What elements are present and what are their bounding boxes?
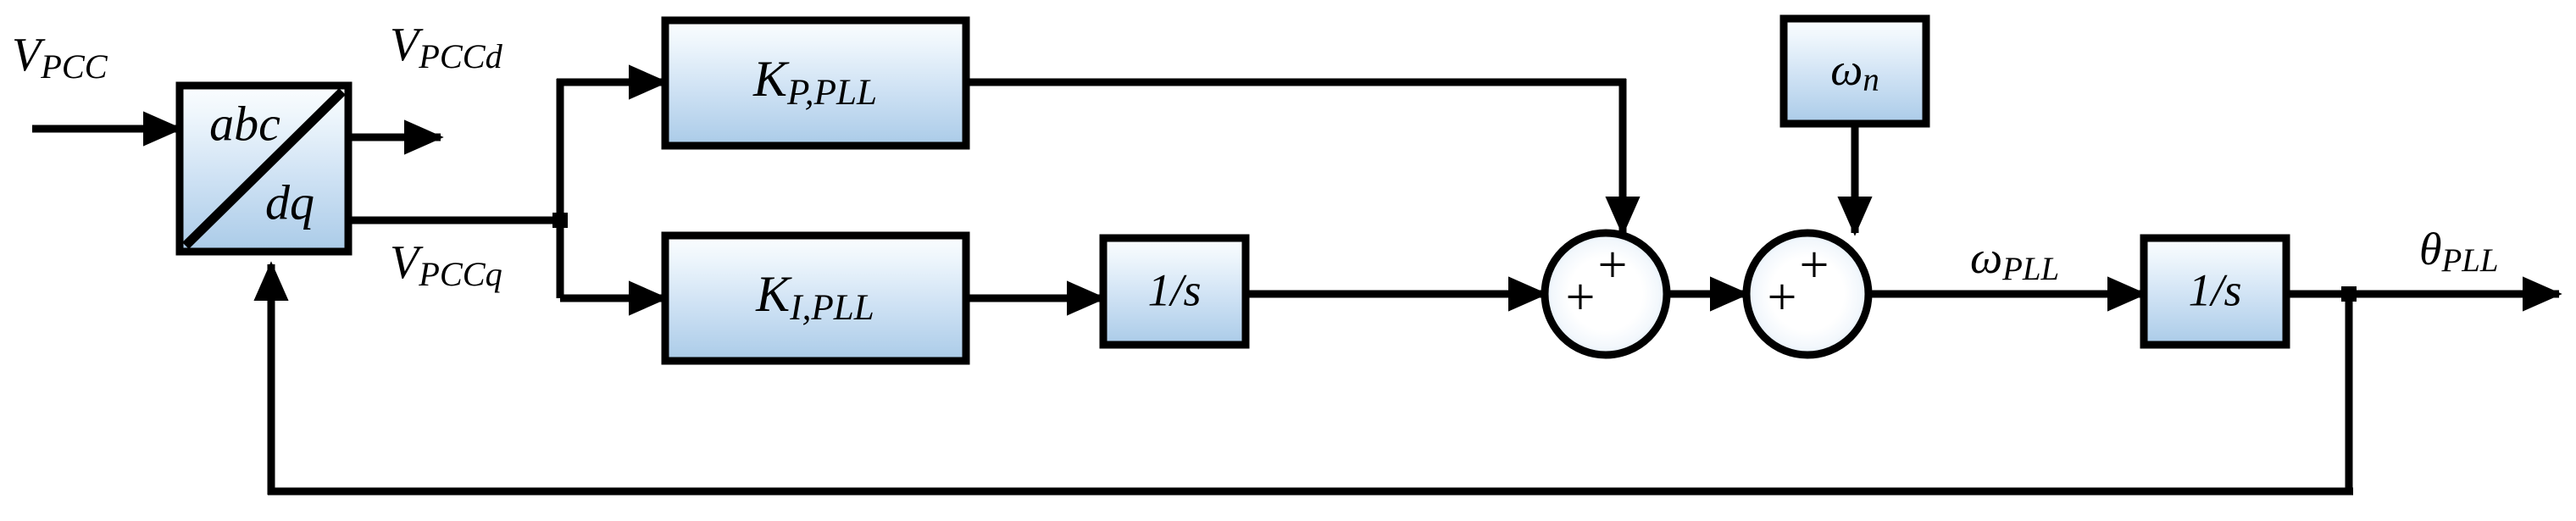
branch-node-theta	[2341, 286, 2357, 302]
block-ki-pll-body	[661, 231, 970, 365]
summing-junction-2-circle	[1742, 229, 1873, 359]
block-omega-n-label-sub: n	[1863, 62, 1879, 98]
summing-junction-2-sign-left: +	[1768, 269, 1797, 326]
block-integrator-2-label: 1/s	[2188, 264, 2241, 315]
block-kp-pll[interactable]: KP,PLL	[661, 16, 970, 150]
signal-v-pcc-d-main: V	[390, 19, 424, 71]
block-abc-dq-label-bottom: dq	[265, 175, 314, 230]
block-abc-dq-label-top: abc	[209, 96, 280, 151]
block-kp-pll-label-sub: P,PLL	[786, 73, 877, 113]
block-ki-pll[interactable]: KI,PLL	[661, 231, 970, 365]
signal-theta-pll-sub: PLL	[2441, 242, 2499, 279]
summing-junction-2-sign-top: +	[1800, 236, 1829, 294]
signal-label-v-pcc-q: VPCCq	[390, 236, 502, 293]
block-omega-n-label-main: ω	[1830, 44, 1863, 95]
signal-omega-pll-main: ω	[1970, 232, 2002, 283]
signal-label-omega-pll: ωPLL	[1970, 232, 2059, 287]
summing-junction-1-circle	[1541, 229, 1671, 359]
block-kp-pll-label: KP,PLL	[752, 51, 877, 113]
signal-v-pcc-q-main: V	[390, 236, 424, 289]
block-ki-pll-label-main: K	[755, 266, 792, 322]
block-ki-pll-label-sub: I,PLL	[789, 288, 874, 328]
signal-v-pcc-q-sub: PCCq	[418, 255, 502, 293]
block-omega-n-body	[1779, 14, 1930, 128]
signal-v-pcc-sub: PCC	[40, 47, 108, 86]
block-integrator-1-body	[1099, 234, 1250, 349]
block-integrator-1[interactable]: 1/s	[1099, 234, 1250, 349]
block-integrator-2-body	[2140, 234, 2290, 349]
block-kp-pll-label-main: K	[752, 51, 790, 107]
summing-junction-1-sign-top: +	[1598, 236, 1628, 294]
signal-label-v-pcc-d: VPCCd	[390, 19, 503, 75]
summing-junction-2[interactable]: + +	[1742, 229, 1873, 359]
summing-junction-1[interactable]: + +	[1541, 229, 1671, 359]
block-abc-dq-diagonal	[182, 88, 346, 249]
block-ki-pll-label: KI,PLL	[755, 266, 874, 328]
signal-omega-pll-sub: PLL	[2001, 251, 2059, 287]
signal-label-theta-pll: θPLL	[2419, 224, 2499, 279]
branch-node-q	[552, 213, 568, 228]
signal-v-pcc-main: V	[12, 29, 46, 81]
signal-label-v-pcc: VPCC	[12, 29, 108, 86]
wire-group	[32, 64, 2562, 496]
signal-theta-pll-main: θ	[2419, 224, 2442, 274]
block-omega-n-label: ωn	[1830, 44, 1879, 98]
summing-junction-1-sign-left: +	[1566, 269, 1596, 326]
block-integrator-2[interactable]: 1/s	[2140, 234, 2290, 349]
block-omega-n[interactable]: ωn	[1779, 14, 1930, 128]
block-kp-pll-body	[661, 16, 970, 150]
block-integrator-1-label: 1/s	[1147, 264, 1201, 315]
block-abc-dq[interactable]: abc dq	[175, 81, 353, 256]
signal-v-pcc-d-sub: PCCd	[418, 37, 502, 75]
